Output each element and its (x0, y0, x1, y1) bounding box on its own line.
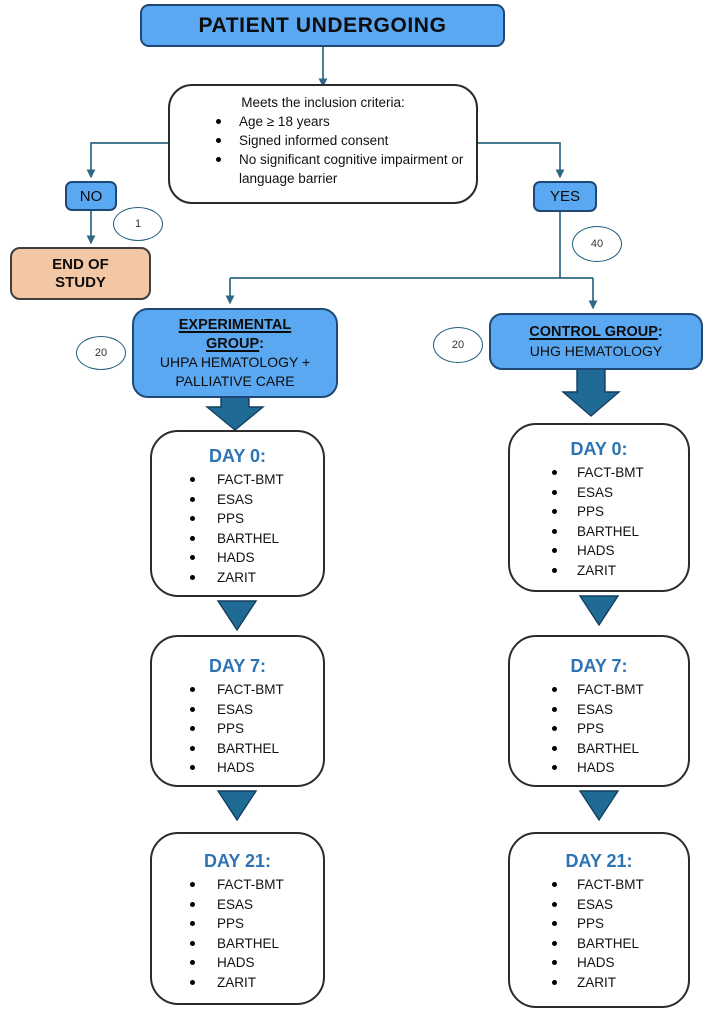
count-ellipse-control: 20 (433, 327, 483, 363)
assessment-item: BARTHEL (190, 529, 323, 549)
assessment-item: ESAS (552, 483, 688, 503)
yes-count: 40 (590, 238, 604, 250)
control-day0-panel: DAY 0: FACT-BMT ESAS PPS BARTHEL HADS ZA… (508, 423, 690, 592)
triangle-exp-day0-day7-icon (216, 600, 258, 632)
assessment-item: FACT-BMT (552, 875, 688, 895)
day0-title: DAY 0: (208, 446, 267, 466)
assessment-item: ZARIT (552, 973, 688, 993)
experimental-day21-panel: DAY 21: FACT-BMT ESAS PPS BARTHEL HADS Z… (150, 832, 325, 1005)
day21-title: DAY 21: (203, 851, 272, 871)
assessment-item: HADS (190, 548, 323, 568)
experimental-day0-panel: DAY 0: FACT-BMT ESAS PPS BARTHEL HADS ZA… (150, 430, 325, 597)
experimental-title-line2: GROUP: (205, 335, 264, 352)
assessment-item: HADS (190, 953, 323, 973)
criteria-item: Signed informed consent (216, 131, 476, 150)
triangle-ctrl-day7-day21-icon (578, 790, 620, 822)
criteria-item: No significant cognitive impairment or l… (216, 150, 476, 188)
assessment-item: HADS (552, 953, 688, 973)
experimental-subtitle-line2: PALLIATIVE CARE (175, 372, 295, 389)
day7-title: DAY 7: (570, 656, 628, 676)
block-arrow-control-icon (561, 368, 621, 417)
experimental-day7-panel: DAY 7: FACT-BMT ESAS PPS BARTHEL HADS (150, 635, 325, 787)
inclusion-criteria-panel: Meets the inclusion criteria: Age ≥ 18 y… (168, 84, 478, 204)
triangle-exp-day7-day21-icon (216, 790, 258, 822)
assessment-item: ESAS (190, 490, 323, 510)
assessment-list: FACT-BMT ESAS PPS BARTHEL HADS (552, 680, 688, 778)
triangle-ctrl-day0-day7-icon (578, 595, 620, 627)
yes-branch-box: YES (533, 181, 597, 212)
yes-label: YES (549, 188, 580, 205)
count-ellipse-no: 1 (113, 207, 163, 241)
criteria-item: Age ≥ 18 years (216, 112, 476, 131)
assessment-item: HADS (190, 758, 323, 778)
criteria-heading: Meets the inclusion criteria: (241, 95, 405, 110)
arrow-criteria-to-no (86, 142, 168, 179)
assessment-item: BARTHEL (190, 739, 323, 759)
day0-title: DAY 0: (570, 439, 628, 459)
patient-undergoing-box: PATIENT UNDERGOING (140, 4, 505, 47)
criteria-list: Age ≥ 18 years Signed informed consent N… (216, 112, 476, 188)
assessment-item: HADS (552, 541, 688, 561)
assessment-item: FACT-BMT (190, 680, 323, 700)
control-subtitle: UHG HEMATOLOGY (529, 342, 663, 359)
assessment-item: BARTHEL (552, 522, 688, 542)
assessment-item: BARTHEL (190, 934, 323, 954)
control-day7-panel: DAY 7: FACT-BMT ESAS PPS BARTHEL HADS (508, 635, 690, 787)
assessment-list: FACT-BMT ESAS PPS BARTHEL HADS ZARIT (190, 875, 323, 992)
assessment-item: ESAS (552, 895, 688, 915)
assessment-item: BARTHEL (552, 934, 688, 954)
arrow-criteria-to-yes (478, 142, 565, 179)
assessment-item: ZARIT (552, 561, 688, 581)
assessment-item: BARTHEL (552, 739, 688, 759)
assessment-item: FACT-BMT (552, 463, 688, 483)
assessment-item: ZARIT (190, 568, 323, 588)
experimental-count: 20 (94, 347, 108, 359)
count-ellipse-experimental: 20 (76, 336, 126, 370)
control-title: CONTROL GROUP: (529, 324, 663, 340)
assessment-item: PPS (552, 502, 688, 522)
assessment-item: ESAS (190, 895, 323, 915)
assessment-item: FACT-BMT (552, 680, 688, 700)
assessment-item: FACT-BMT (190, 875, 323, 895)
assessment-list: FACT-BMT ESAS PPS BARTHEL HADS ZARIT (552, 875, 688, 992)
assessment-list: FACT-BMT ESAS PPS BARTHEL HADS ZARIT (552, 463, 688, 580)
assessment-item: HADS (552, 758, 688, 778)
control-day21-panel: DAY 21: FACT-BMT ESAS PPS BARTHEL HADS Z… (508, 832, 690, 1008)
assessment-item: ESAS (552, 700, 688, 720)
assessment-item: PPS (552, 719, 688, 739)
assessment-list: FACT-BMT ESAS PPS BARTHEL HADS ZARIT (190, 470, 323, 587)
count-ellipse-yes: 40 (572, 226, 622, 262)
assessment-item: PPS (190, 914, 323, 934)
day21-title: DAY 21: (565, 851, 633, 871)
patient-undergoing-label: PATIENT UNDERGOING (198, 13, 447, 37)
end-of-study-line2: STUDY (55, 273, 106, 291)
no-branch-box: NO (65, 181, 117, 211)
assessment-item: PPS (552, 914, 688, 934)
assessment-list: FACT-BMT ESAS PPS BARTHEL HADS (190, 680, 323, 778)
no-label: NO (79, 187, 103, 205)
experimental-subtitle-line1: UHPA HEMATOLOGY + (159, 354, 311, 370)
assessment-item: ESAS (190, 700, 323, 720)
assessment-item: ZARIT (190, 973, 323, 993)
block-arrow-experimental-icon (205, 395, 265, 431)
assessment-item: FACT-BMT (190, 470, 323, 490)
no-count: 1 (134, 218, 142, 230)
day7-title: DAY 7: (208, 656, 267, 676)
experimental-title-line1: EXPERIMENTAL (178, 317, 292, 333)
end-of-study-line1: END OF (52, 255, 109, 273)
assessment-item: PPS (190, 719, 323, 739)
experimental-group-box: EXPERIMENTAL GROUP: UHPA HEMATOLOGY + PA… (132, 308, 338, 398)
end-of-study-box: END OF STUDY (10, 247, 151, 300)
control-count: 20 (451, 339, 465, 351)
control-group-box: CONTROL GROUP: UHG HEMATOLOGY (489, 313, 703, 370)
assessment-item: PPS (190, 509, 323, 529)
